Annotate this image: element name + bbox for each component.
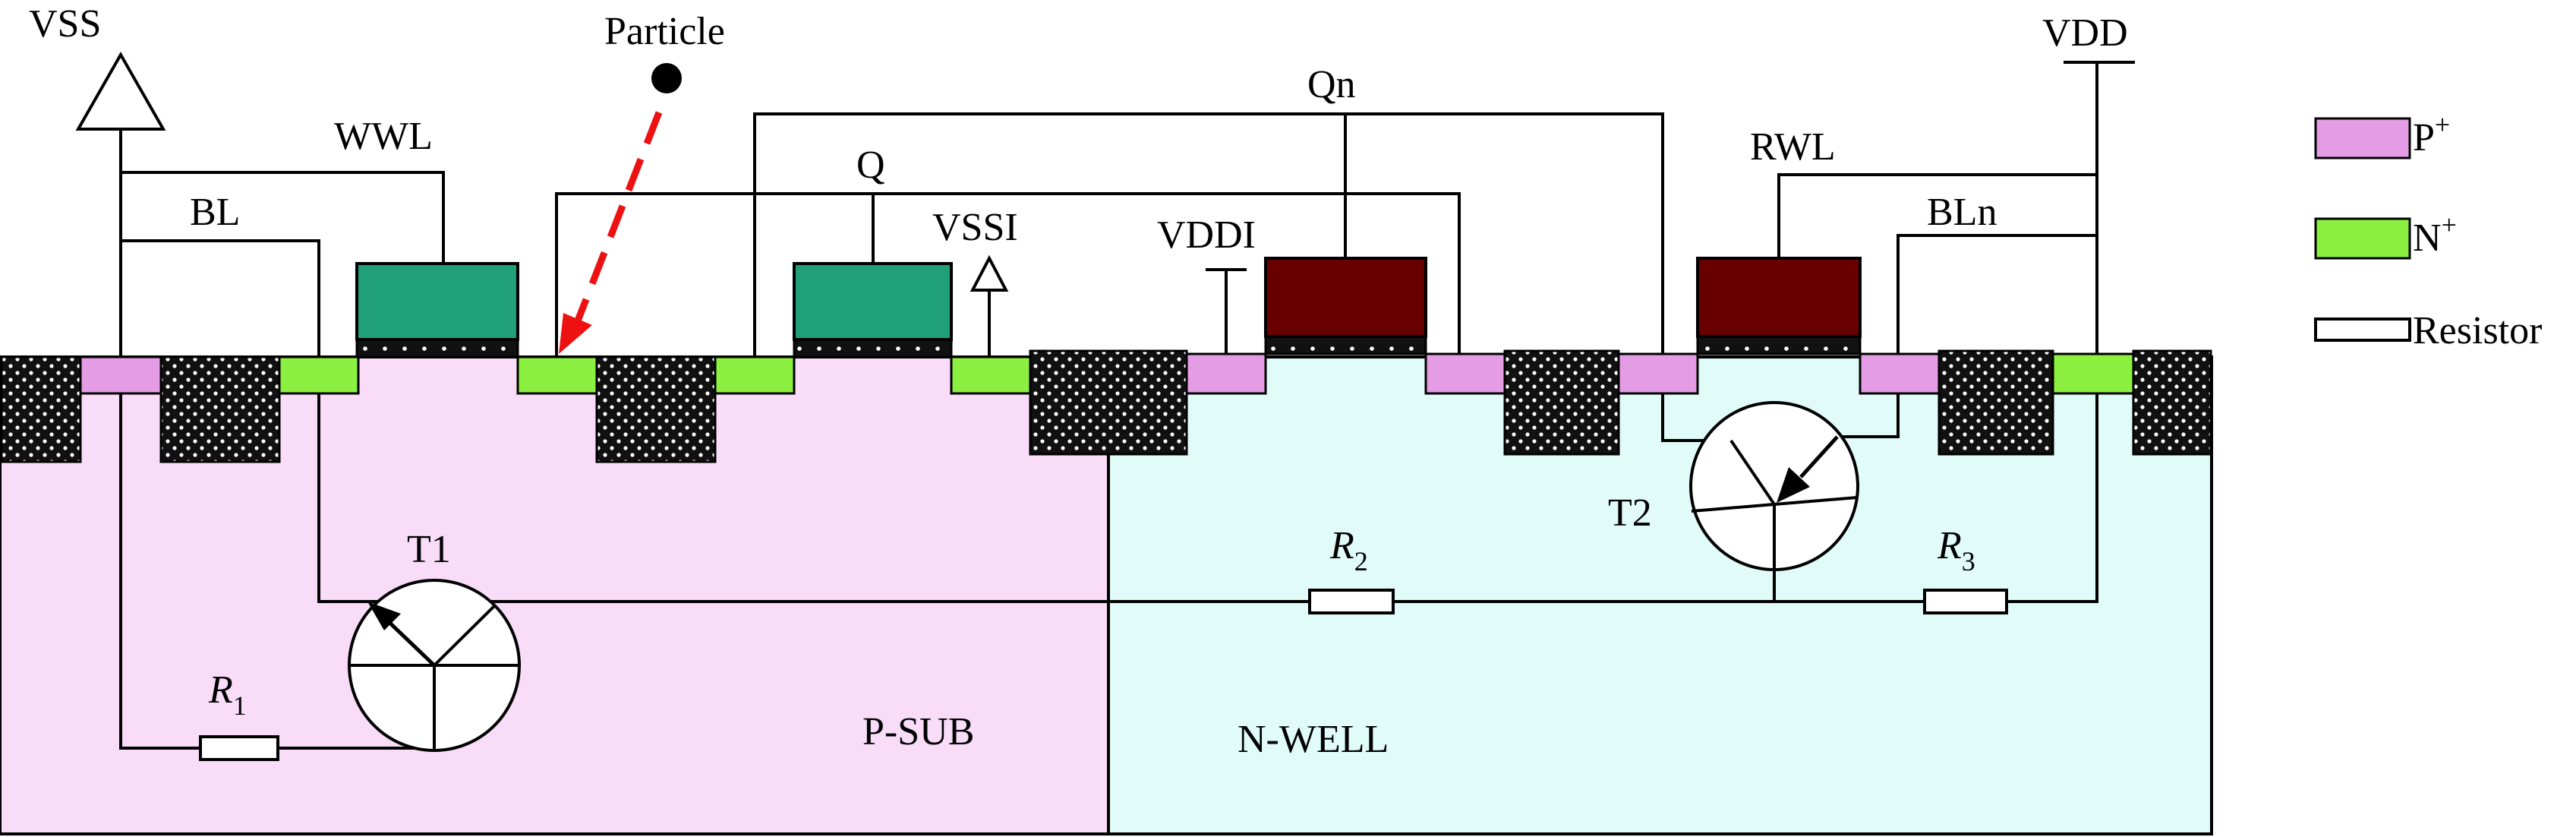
- particle-trajectory-arrow: [572, 111, 663, 328]
- label-vddi: VDDI: [1157, 213, 1256, 257]
- legend-label-n-plus: N+: [2413, 210, 2457, 260]
- isolation-block: [0, 355, 82, 463]
- vss-symbol: [75, 51, 166, 131]
- legend-swatch-resistor: [2314, 317, 2411, 342]
- isolation-block: [159, 355, 281, 463]
- p-plus-diffusion: [1859, 352, 1941, 395]
- p-plus-diffusion: [1424, 352, 1506, 395]
- label-qn: Qn: [1307, 63, 1356, 106]
- resistor-r2: [1308, 589, 1395, 614]
- n-plus-diffusion: [950, 355, 1032, 395]
- gate-wwl: [355, 262, 519, 341]
- p-plus-diffusion: [79, 355, 162, 395]
- n-plus-diffusion: [2051, 352, 2135, 395]
- gate-rwl: [1696, 257, 1862, 338]
- legend-label-p-plus: P+: [2413, 109, 2450, 160]
- gate-q: [793, 262, 953, 341]
- label-bl: BL: [190, 191, 240, 234]
- transistor-t2: [1689, 401, 1859, 571]
- gate-oxide: [355, 338, 519, 358]
- resistor-r3: [1923, 589, 2008, 614]
- label-wwl: WWL: [334, 115, 433, 158]
- label-particle: Particle: [604, 10, 725, 53]
- label-r3: R3: [1937, 524, 1975, 576]
- label-bln: BLn: [1927, 191, 1997, 234]
- gate-oxide: [1696, 335, 1862, 355]
- label-n-well: N-WELL: [1238, 718, 1389, 761]
- label-rwl: RWL: [1750, 125, 1836, 169]
- legend-label-resistor: Resistor: [2413, 309, 2542, 352]
- label-vssi: VSSI: [932, 206, 1018, 249]
- gate-oxide: [793, 338, 953, 358]
- legend-swatch-n-plus: [2314, 217, 2411, 260]
- legend-swatch-p-plus: [2314, 117, 2411, 160]
- resistor-r1: [199, 735, 279, 761]
- transistor-t1: [348, 579, 521, 752]
- label-r1: R1: [208, 668, 247, 721]
- label-vdd: VDD: [2042, 11, 2128, 55]
- n-plus-diffusion: [278, 355, 360, 395]
- gate-qn: [1264, 257, 1427, 338]
- label-t2: T2: [1608, 491, 1652, 535]
- label-r2: R2: [1329, 524, 1368, 576]
- label-p-sub: P-SUB: [862, 710, 974, 753]
- particle-dot: [651, 63, 682, 93]
- isolation-block: [595, 355, 717, 463]
- isolation-block: [2132, 349, 2212, 456]
- p-plus-diffusion: [1617, 352, 1699, 395]
- particle-arrow-head: [559, 313, 592, 354]
- gate-oxide: [1264, 335, 1427, 355]
- isolation-block: [1029, 349, 1188, 456]
- interconnect-wires: [119, 61, 2135, 750]
- legend: P+ N+ Resistor: [2314, 109, 2542, 352]
- isolation-block: [1503, 349, 1620, 456]
- label-vss: VSS: [29, 2, 101, 46]
- label-q: Q: [856, 144, 885, 187]
- isolation-block: [1938, 349, 2054, 456]
- p-plus-diffusion: [1185, 352, 1267, 395]
- label-t1: T1: [407, 528, 451, 571]
- n-plus-diffusion: [714, 355, 796, 395]
- vssi-symbol: [970, 254, 1009, 292]
- n-plus-diffusion: [516, 355, 598, 395]
